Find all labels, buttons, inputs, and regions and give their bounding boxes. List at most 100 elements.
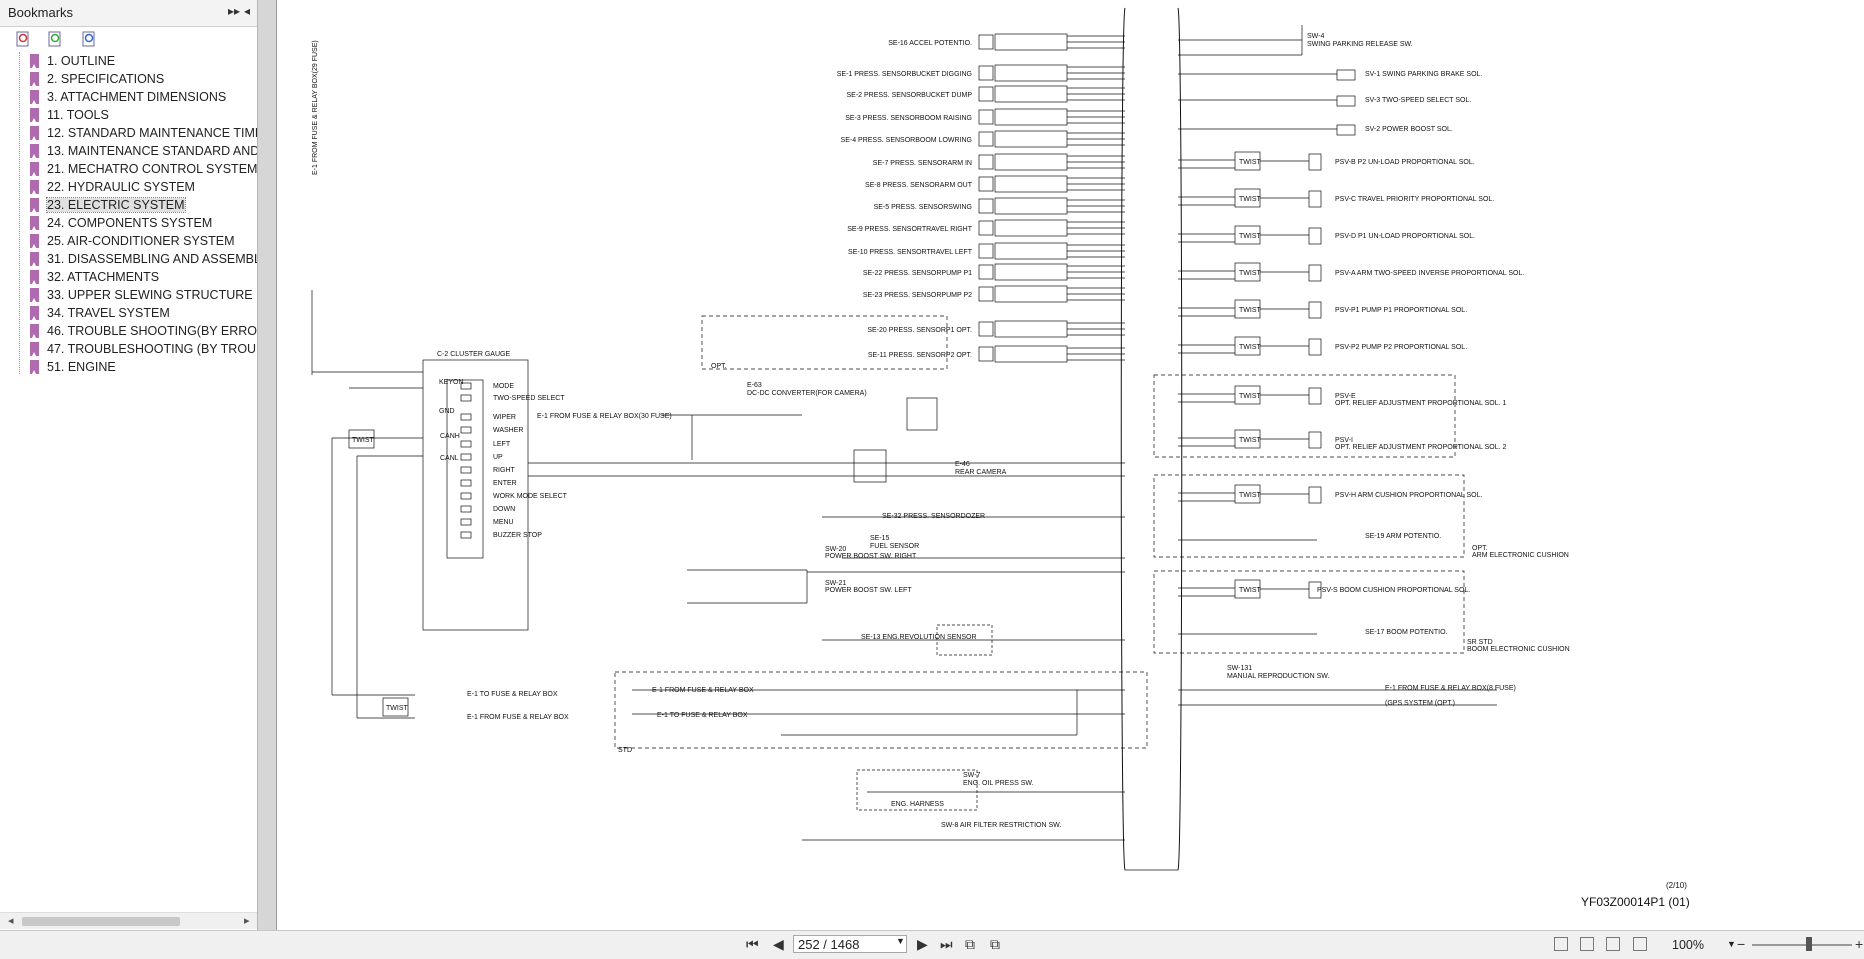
solenoid-label: PSV-C TRAVEL PRIORITY PROPORTIONAL SOL. [1335,196,1494,203]
bookmark-item[interactable]: 2. SPECIFICATIONS [30,70,257,88]
switch-terminal [460,479,472,487]
twist-label: TWIST [1239,344,1261,351]
zoom-out-icon[interactable]: − [1737,936,1746,952]
bookmark-item[interactable]: 21. MECHATRO CONTROL SYSTEM [30,160,257,178]
bookmark-item[interactable]: 22. HYDRAULIC SYSTEM [30,178,257,196]
continuous-view-icon[interactable] [1580,937,1594,951]
bookmark-item[interactable]: 1. OUTLINE [30,52,257,70]
bookmark-label: 31. DISASSEMBLING AND ASSEMBLIN [47,252,257,266]
new-bookmark-icon[interactable] [46,30,64,48]
sensor-label: SE-11 PRESS. SENSORP2 OPT. [868,352,972,359]
previous-view-icon[interactable]: ⧉ [965,936,975,952]
switch-terminal [460,394,472,402]
collapse-panel-icon[interactable]: ◂ [244,4,251,18]
solenoid-symbol [1308,153,1322,171]
bookmark-item[interactable]: 34. TRAVEL SYSTEM [30,304,257,322]
sensor-label: SE-7 PRESS. SENSORARM IN [873,160,972,167]
bookmark-icon [30,108,39,122]
sensor-label: SE-2 PRESS. SENSORBUCKET DUMP [846,92,972,99]
bookmark-icon [30,162,39,176]
circuit-label: STD [618,747,632,754]
twist-label: TWIST [1239,437,1261,444]
solenoid-symbol [1308,190,1322,208]
bookmark-item[interactable]: 11. TOOLS [30,106,257,124]
zoom-in-icon[interactable]: + [1855,936,1864,952]
previous-page-icon[interactable]: ◀ [773,936,784,952]
cluster-label: CANH [440,433,460,440]
connector-block [994,263,1068,281]
bookmark-item[interactable]: 3. ATTACHMENT DIMENSIONS [30,88,257,106]
page-dropdown-icon[interactable]: ▼ [896,936,905,946]
connector-block [994,197,1068,215]
circuit-label: E-1 FROM FUSE & RELAY BOX [652,687,754,694]
continuous-facing-view-icon[interactable] [1633,937,1647,951]
bookmark-icon [30,198,39,212]
scrollbar-thumb[interactable] [22,917,180,926]
solenoid-label: ARM ELECTRONIC CUSHION [1472,552,1569,559]
bookmark-item[interactable]: 12. STANDARD MAINTENANCE TIMET [30,124,257,142]
zoom-slider-thumb[interactable] [1806,937,1812,951]
bookmark-label: 51. ENGINE [47,360,116,374]
solenoid-label: PSV-I [1335,437,1353,444]
bookmark-item[interactable]: 31. DISASSEMBLING AND ASSEMBLIN [30,250,257,268]
scroll-right-icon[interactable]: ▸ [244,915,250,927]
bookmark-item[interactable]: 46. TROUBLE SHOOTING(BY ERROR C [30,322,257,340]
connector-block [994,285,1068,303]
sensor-connector [978,131,994,147]
circuit-label: REAR CAMERA [955,469,1007,476]
circuit-label: E-46 [955,461,970,468]
bookmark-item[interactable]: 13. MAINTENANCE STANDARD ANDT [30,142,257,160]
connector-block [994,153,1068,171]
sensor-connector [978,176,994,192]
horizontal-scrollbar[interactable]: ◂ ▸ [0,912,257,929]
switch-terminal [460,382,472,390]
bookmark-icon [30,342,39,356]
twist-box [382,697,409,717]
zoom-dropdown-icon[interactable]: ▼ [1727,939,1736,949]
bookmark-item[interactable]: 24. COMPONENTS SYSTEM [30,214,257,232]
connector-block [994,320,1068,338]
switch-terminal [460,518,472,526]
bookmark-label: 24. COMPONENTS SYSTEM [47,216,213,230]
cluster-label: E-1 FROM FUSE & RELAY BOX [467,714,569,721]
bookmark-item[interactable]: 47. TROUBLESHOOTING (BY TROUBL [30,340,257,358]
panel-splitter[interactable] [258,0,276,930]
sensor-connector [978,34,994,50]
scroll-left-icon[interactable]: ◂ [8,915,14,927]
zoom-value[interactable]: 100% [1672,938,1704,952]
bookmark-label: 1. OUTLINE [47,54,116,68]
bookmark-item[interactable]: 33. UPPER SLEWING STRUCTURE [30,286,257,304]
zoom-slider[interactable] [1752,944,1852,946]
sensor-label: SE-9 PRESS. SENSORTRAVEL RIGHT [847,226,972,233]
first-page-icon[interactable]: ⏮ [746,936,759,952]
switch-terminal [460,413,472,421]
next-page-icon[interactable]: ▶ [917,936,928,952]
sensor-group: SE-16 ACCEL POTENTIO.SE-1 PRESS. SENSORB… [837,33,1125,363]
expand-bookmark-icon[interactable] [14,30,32,48]
facing-view-icon[interactable] [1606,937,1620,951]
circuit-label: SE-15 [870,535,890,542]
solenoid-symbol [1336,69,1356,81]
bookmark-icon [30,360,39,374]
bookmark-item[interactable]: 32. ATTACHMENTS [30,268,257,286]
next-view-icon[interactable]: ⧉ [990,936,1000,952]
bookmark-item[interactable]: 23. ELECTRIC SYSTEM [30,196,257,214]
solenoid-label: PSV-P2 PUMP P2 PROPORTIONAL SOL. [1335,344,1467,351]
last-page-icon[interactable]: ⏭ [940,936,953,952]
bookmark-item[interactable]: 51. ENGINE [30,358,257,376]
sensor-connector [978,220,994,236]
cluster-label: WASHER [493,427,523,434]
expand-panel-icon[interactable]: ▸▸ [228,4,241,18]
bookmark-icon [30,306,39,320]
circuit-label: SW-7 [963,772,980,779]
single-page-view-icon[interactable] [1554,937,1568,951]
bookmark-label: 23. ELECTRIC SYSTEM [46,197,186,213]
find-bookmark-icon[interactable] [80,30,98,48]
page-number-field[interactable]: 252 / 1468 [793,935,907,953]
bookmarks-toolbar [0,27,257,53]
cluster-label: LEFT [493,441,511,448]
bookmark-item[interactable]: 25. AIR-CONDITIONER SYSTEM [30,232,257,250]
